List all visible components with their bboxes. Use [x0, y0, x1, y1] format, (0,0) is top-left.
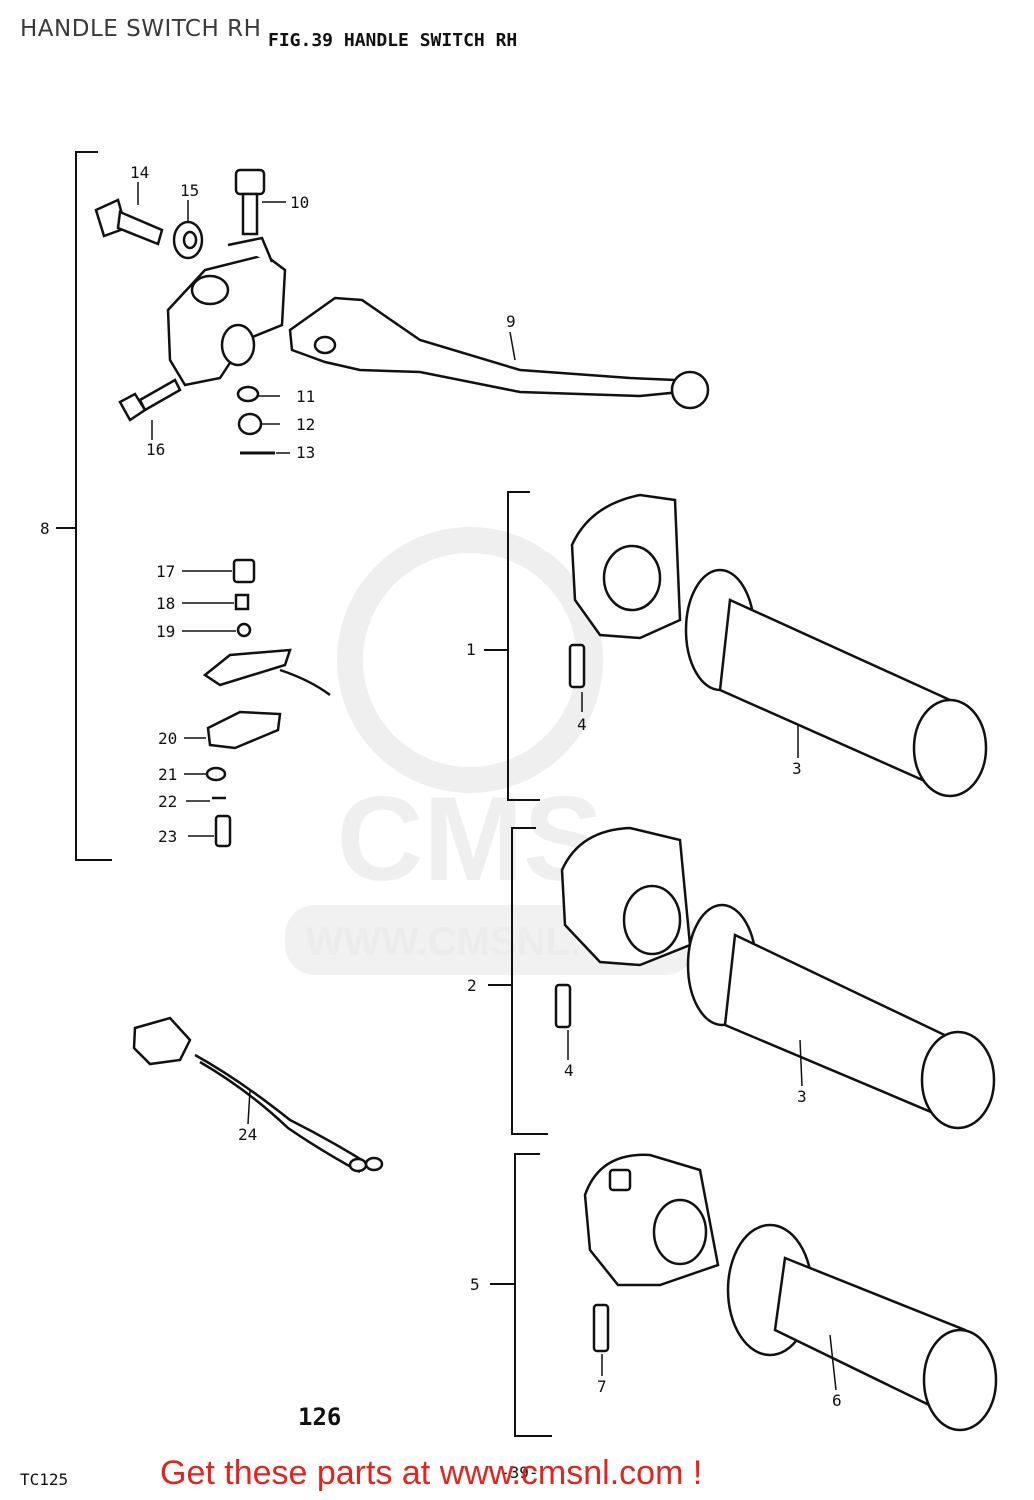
callout-8: 8 [40, 519, 50, 538]
callout-9: 9 [506, 312, 516, 331]
callout-4a: 4 [577, 715, 587, 734]
wire-harness-24 [132, 1016, 384, 1174]
bracket-8 [56, 151, 112, 861]
screw-23 [214, 814, 232, 848]
washer-11 [236, 385, 260, 403]
nut-12 [237, 412, 263, 436]
callout-11: 11 [296, 387, 315, 406]
cta-link[interactable]: Get these parts at www.cmsnl.com ! [160, 1454, 703, 1492]
callout-18: 18 [156, 594, 175, 613]
nut-15 [172, 220, 204, 260]
callout-12: 12 [296, 415, 315, 434]
callout-20: 20 [158, 729, 177, 748]
washer-21 [205, 766, 227, 782]
bolt-10 [234, 168, 266, 236]
callout-3a: 3 [792, 759, 802, 778]
callout-4b: 4 [564, 1061, 574, 1080]
bolt-16 [118, 378, 182, 422]
figure-title: FIG.39 HANDLE SWITCH RH [268, 30, 518, 51]
model-code: TC125 [20, 1470, 69, 1489]
callout-13: 13 [296, 443, 315, 462]
bolt-14 [94, 198, 164, 246]
callout-1: 1 [466, 640, 476, 659]
grip-3b [686, 903, 996, 1130]
watermark-logo: CMS [337, 772, 604, 906]
switch-plate [202, 648, 292, 687]
screw-17 [232, 558, 256, 584]
switch-parts [202, 558, 331, 848]
callout-17: 17 [156, 562, 175, 581]
callout-14: 14 [130, 163, 149, 182]
throttle-housing-2 [560, 826, 692, 967]
leader-lines [137, 182, 837, 1391]
page-number: 126 [298, 1403, 342, 1431]
bracket-1 [484, 491, 540, 801]
callout-24: 24 [238, 1125, 257, 1144]
callout-16: 16 [146, 440, 165, 459]
callout-22: 22 [158, 792, 177, 811]
throttle-housing-1 [570, 493, 682, 640]
ball-19 [236, 622, 252, 638]
callout-2: 2 [467, 976, 477, 995]
grip-3a [684, 568, 988, 798]
figure-reference: -39- [500, 1463, 539, 1482]
page-title: HANDLE SWITCH RH [20, 16, 262, 42]
callout-labels: 14 15 10 9 11 12 13 16 8 17 18 19 20 21 … [40, 163, 842, 1482]
callout-15: 15 [180, 181, 199, 200]
callout-19: 19 [156, 622, 175, 641]
screw-4a [568, 643, 586, 689]
callout-10: 10 [290, 193, 309, 212]
callout-6: 6 [832, 1391, 842, 1410]
callout-5: 5 [470, 1275, 480, 1294]
switch-20 [206, 710, 282, 750]
callout-23: 23 [158, 827, 177, 846]
grip-6 [726, 1223, 998, 1432]
bracket-2 [488, 827, 548, 1135]
spring-18 [234, 593, 250, 611]
throttle-housing-5 [583, 1153, 720, 1287]
callout-7: 7 [597, 1377, 607, 1396]
screw-4b [554, 983, 572, 1029]
brake-lever-9 [288, 296, 710, 410]
callout-3b: 3 [797, 1087, 807, 1106]
screw-7 [592, 1303, 610, 1353]
bracket-5 [490, 1153, 552, 1437]
lever-holder [166, 236, 287, 387]
callout-21: 21 [158, 765, 177, 784]
